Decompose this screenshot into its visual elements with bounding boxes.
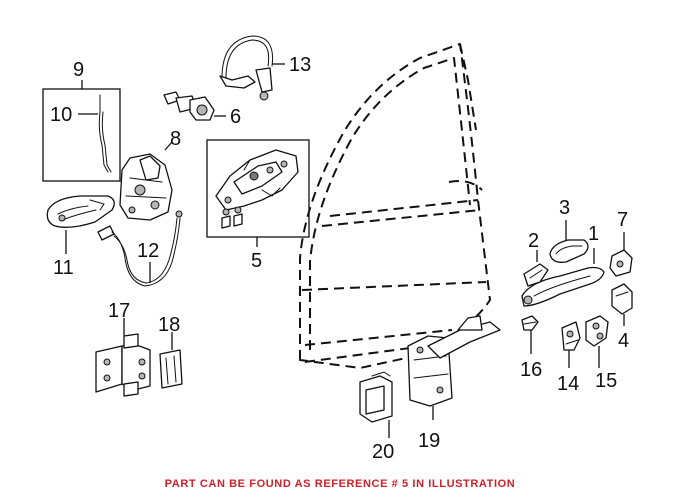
part-17-upper-hinge [95,318,151,397]
part-2-handle-cap [523,250,549,287]
callout-9: 9 [73,59,84,81]
part-4-cover [611,283,633,326]
part-7-end-cap [609,232,633,277]
part-6-lock-cylinder [163,91,226,121]
part-5-lock-actuator [206,139,310,247]
footer-note: PART CAN BE FOUND AS REFERENCE # 5 IN IL… [164,478,516,490]
door-outline [299,43,491,369]
part-9-inset-box [42,80,121,182]
callout-17: 17 [108,300,130,322]
callout-5: 5 [251,250,262,272]
part-8-latch-housing [119,141,173,221]
callout-13: 13 [289,54,311,76]
callout-labels: 9 10 11 8 12 6 13 5 17 18 20 19 2 3 1 7 … [50,54,629,463]
callout-4: 4 [618,330,629,352]
part-20-check-bracket [359,371,393,438]
callout-15: 15 [595,370,617,392]
callout-2: 2 [528,230,539,252]
part-16-clip [521,315,539,354]
callout-1: 1 [588,223,599,245]
part-15-plate [585,315,609,368]
callout-8: 8 [170,128,181,150]
part-1-outside-handle [521,248,605,307]
callout-11: 11 [53,257,74,279]
part-14-bracket [561,321,581,368]
callout-19: 19 [418,430,440,452]
part-18-hinge-shim [159,332,183,389]
callout-16: 16 [520,359,542,381]
callout-18: 18 [158,314,180,336]
callout-20: 20 [372,441,394,463]
callout-14: 14 [557,373,579,395]
callout-3: 3 [559,197,570,219]
callout-12: 12 [137,240,159,262]
part-13-bowden-cable [219,35,285,101]
part-19-door-check [407,315,501,420]
part-11-inside-handle [46,195,115,254]
callout-6: 6 [230,106,241,128]
callout-7: 7 [617,209,628,231]
part-12-cable [97,210,183,287]
callout-10: 10 [50,104,72,126]
part-3-gasket [549,220,589,263]
